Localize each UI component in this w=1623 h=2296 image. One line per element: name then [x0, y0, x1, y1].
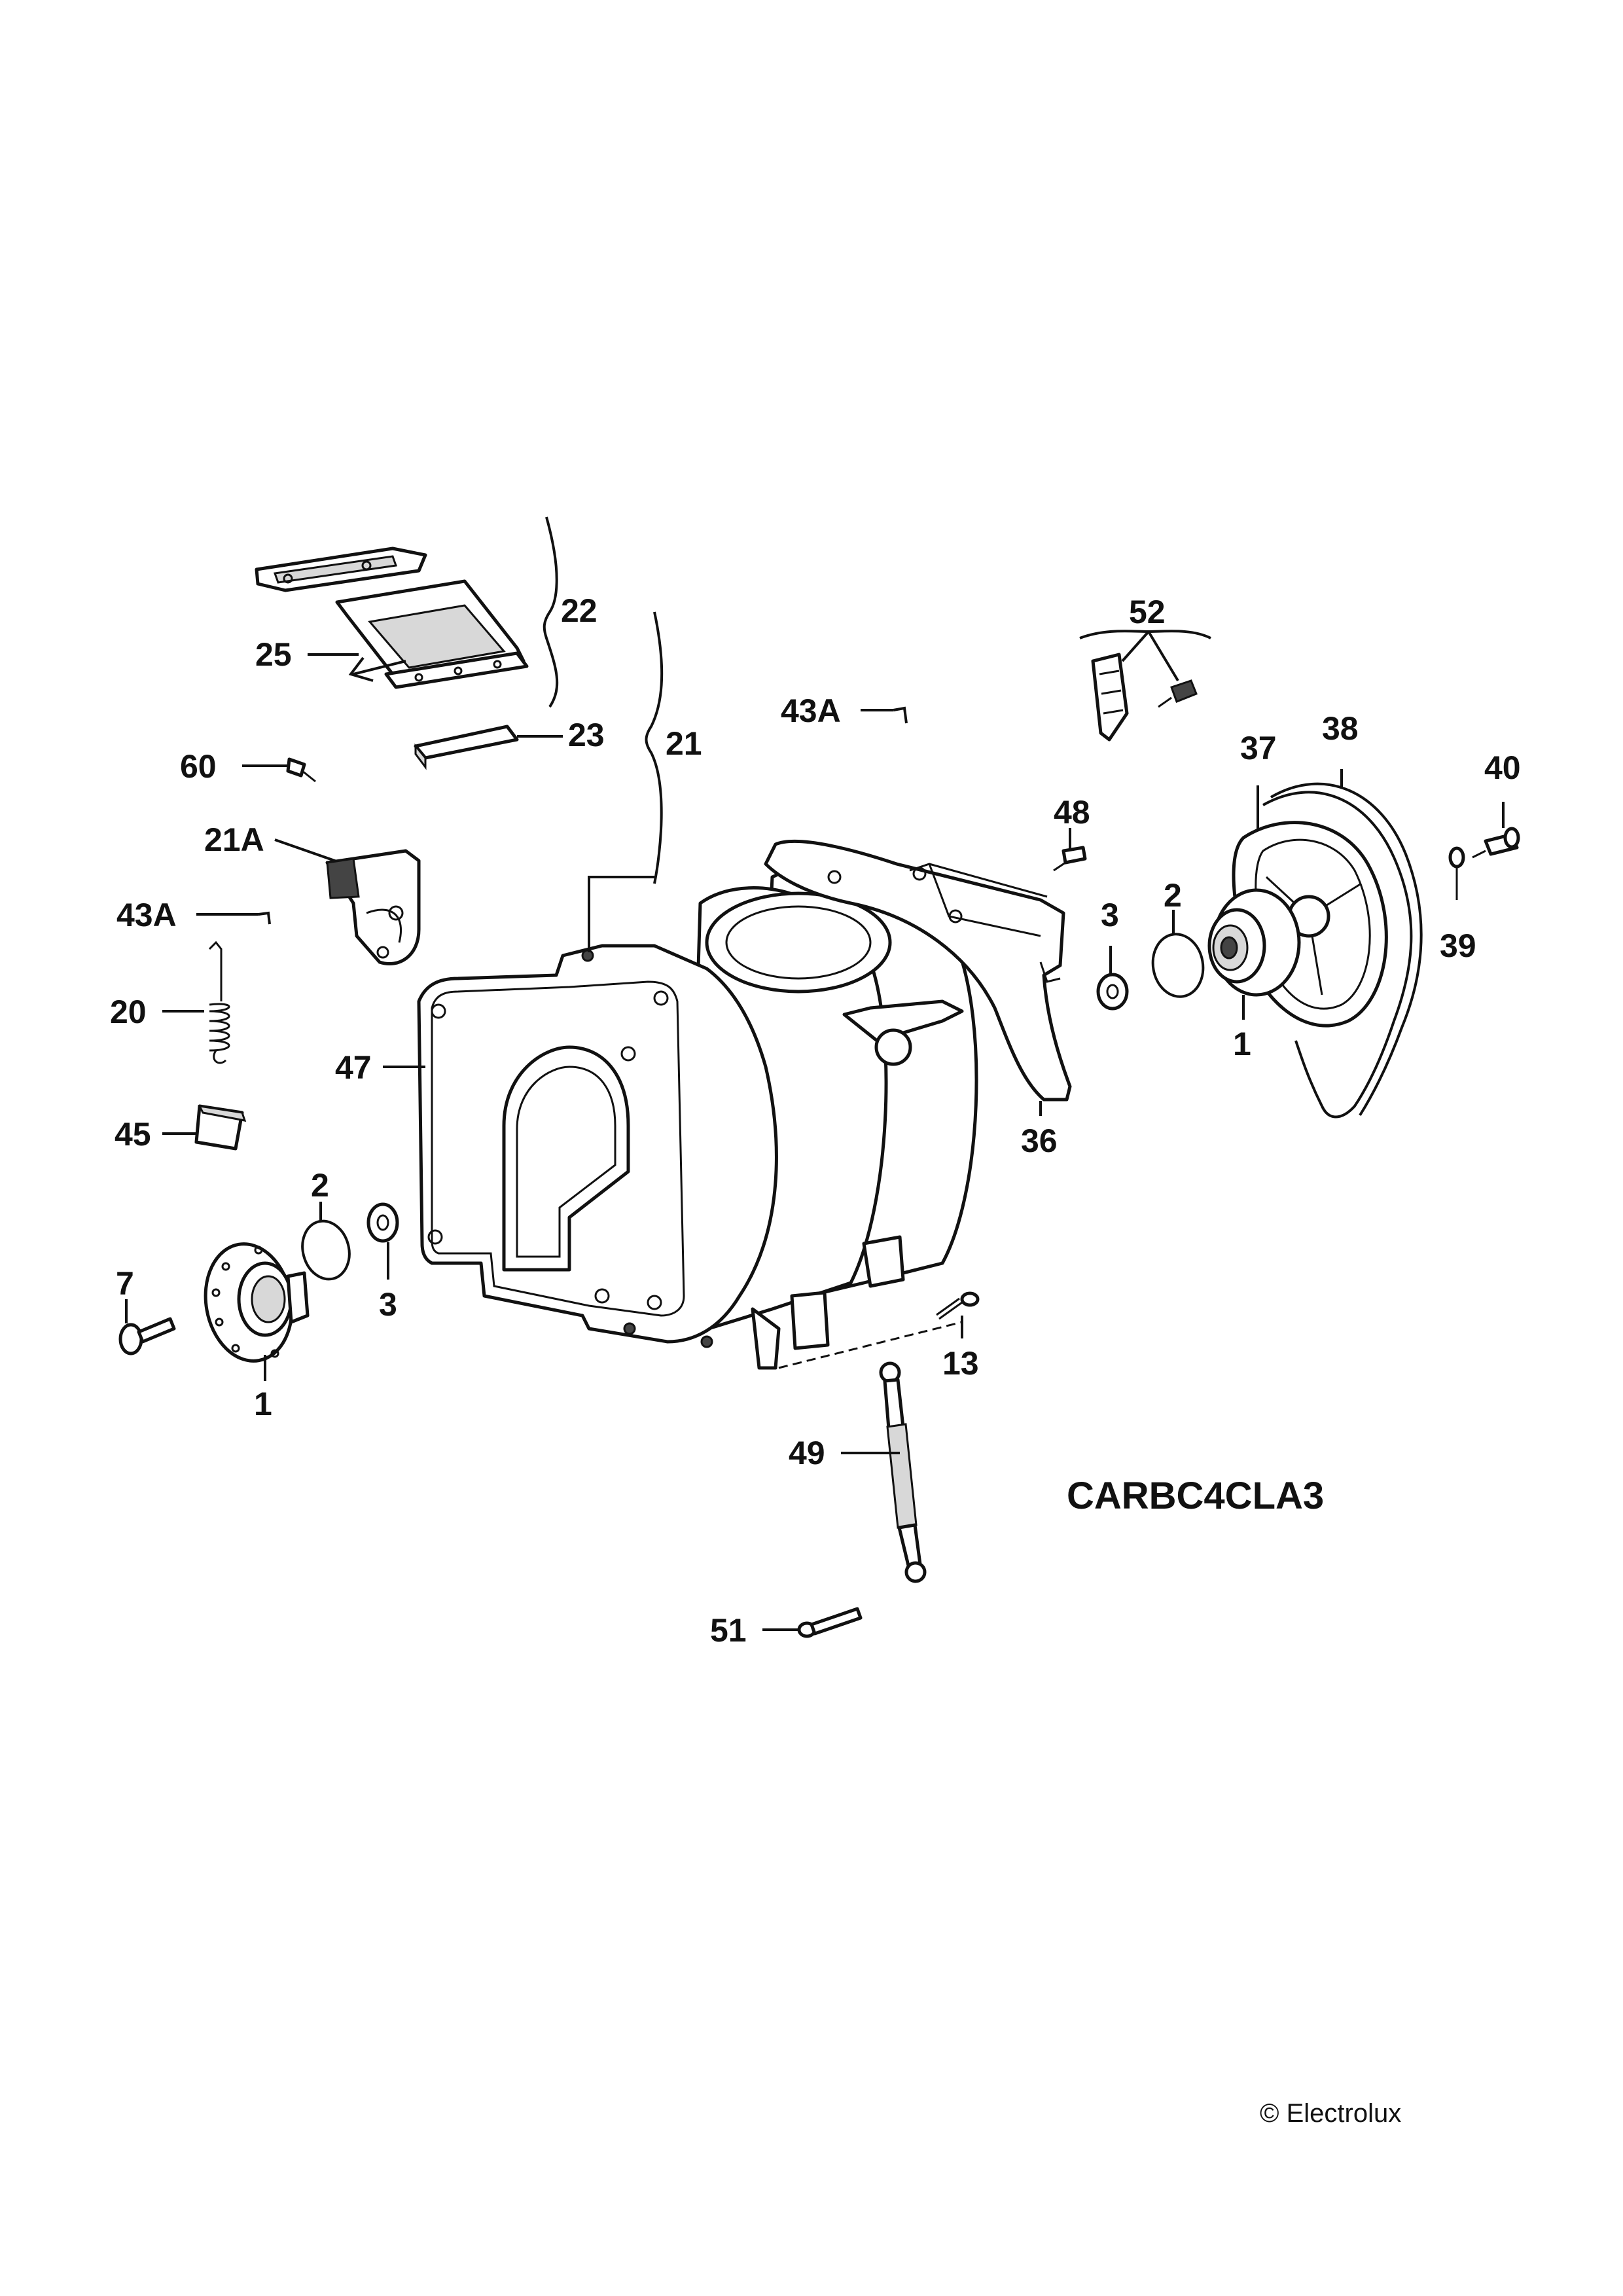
heater-cover-lower	[335, 579, 529, 689]
bolt-40-icon	[1472, 827, 1520, 859]
callout-2-right: 2	[1164, 877, 1182, 914]
washer-39-icon	[1448, 846, 1465, 900]
callout-43A-top: 43A	[781, 692, 841, 729]
leader-21-tub	[588, 876, 654, 952]
screw-icon	[286, 757, 316, 783]
leader-52a	[1121, 630, 1150, 662]
callout-60: 60	[180, 748, 217, 785]
damper-icon	[879, 1361, 927, 1583]
washer-icon-right	[1096, 973, 1129, 1011]
callout-23: 23	[568, 717, 605, 753]
counterweight	[764, 839, 1072, 1102]
leader-52b	[1147, 630, 1179, 682]
tub-half	[417, 864, 978, 1370]
screw-13-icon	[936, 1291, 980, 1320]
callout-25: 25	[255, 636, 292, 673]
copyright-notice: © Electrolux	[1260, 2099, 1401, 2128]
heater-cover-upper	[255, 547, 427, 592]
callout-3-left: 3	[379, 1286, 397, 1323]
bearing-flange-right	[1207, 888, 1301, 997]
washer-icon-left	[366, 1202, 399, 1243]
callout-48: 48	[1054, 794, 1090, 831]
callout-51: 51	[710, 1612, 747, 1649]
brace-22	[543, 516, 559, 708]
callout-1-left: 1	[254, 1386, 272, 1422]
callout-3-right: 3	[1101, 897, 1119, 933]
callout-20: 20	[110, 994, 147, 1030]
screw-48-icon	[1053, 846, 1087, 872]
leader-25b	[348, 656, 406, 682]
callout-40: 40	[1484, 749, 1521, 786]
leader-13-dashed	[778, 1321, 963, 1369]
spring-icon	[208, 941, 230, 1064]
callout-7: 7	[116, 1265, 134, 1302]
callout-39: 39	[1440, 927, 1476, 964]
callout-52: 52	[1129, 594, 1166, 630]
diagram-code: CARBC4CLA3	[1067, 1475, 1324, 1517]
callout-22: 22	[561, 592, 597, 629]
screw-52-icon	[1158, 679, 1198, 708]
leader-21A	[274, 838, 341, 864]
ring-icon-left	[301, 1219, 351, 1281]
callout-1-right: 1	[1233, 1026, 1251, 1062]
bolt-icon	[118, 1317, 176, 1355]
bracket-icon	[325, 849, 421, 966]
callout-49: 49	[789, 1435, 825, 1471]
pin-icon	[797, 1607, 863, 1638]
callout-45: 45	[115, 1116, 151, 1153]
callout-21: 21	[666, 725, 702, 762]
callout-36: 36	[1021, 1122, 1058, 1159]
ring-icon-right	[1151, 933, 1205, 998]
clip-icon	[258, 911, 271, 925]
bracket-52	[1091, 653, 1129, 742]
clip-icon-top	[893, 706, 908, 724]
flange-icon	[204, 1242, 310, 1363]
callout-2-left: 2	[311, 1167, 329, 1204]
callout-43A-left: 43A	[116, 897, 177, 933]
callout-38: 38	[1322, 710, 1359, 747]
strip	[414, 725, 519, 770]
brace-21	[645, 611, 664, 884]
callout-13: 13	[942, 1345, 979, 1382]
callout-21A: 21A	[204, 821, 264, 858]
callout-47: 47	[335, 1049, 372, 1086]
pad-icon	[194, 1104, 247, 1151]
callout-37: 37	[1240, 730, 1277, 766]
